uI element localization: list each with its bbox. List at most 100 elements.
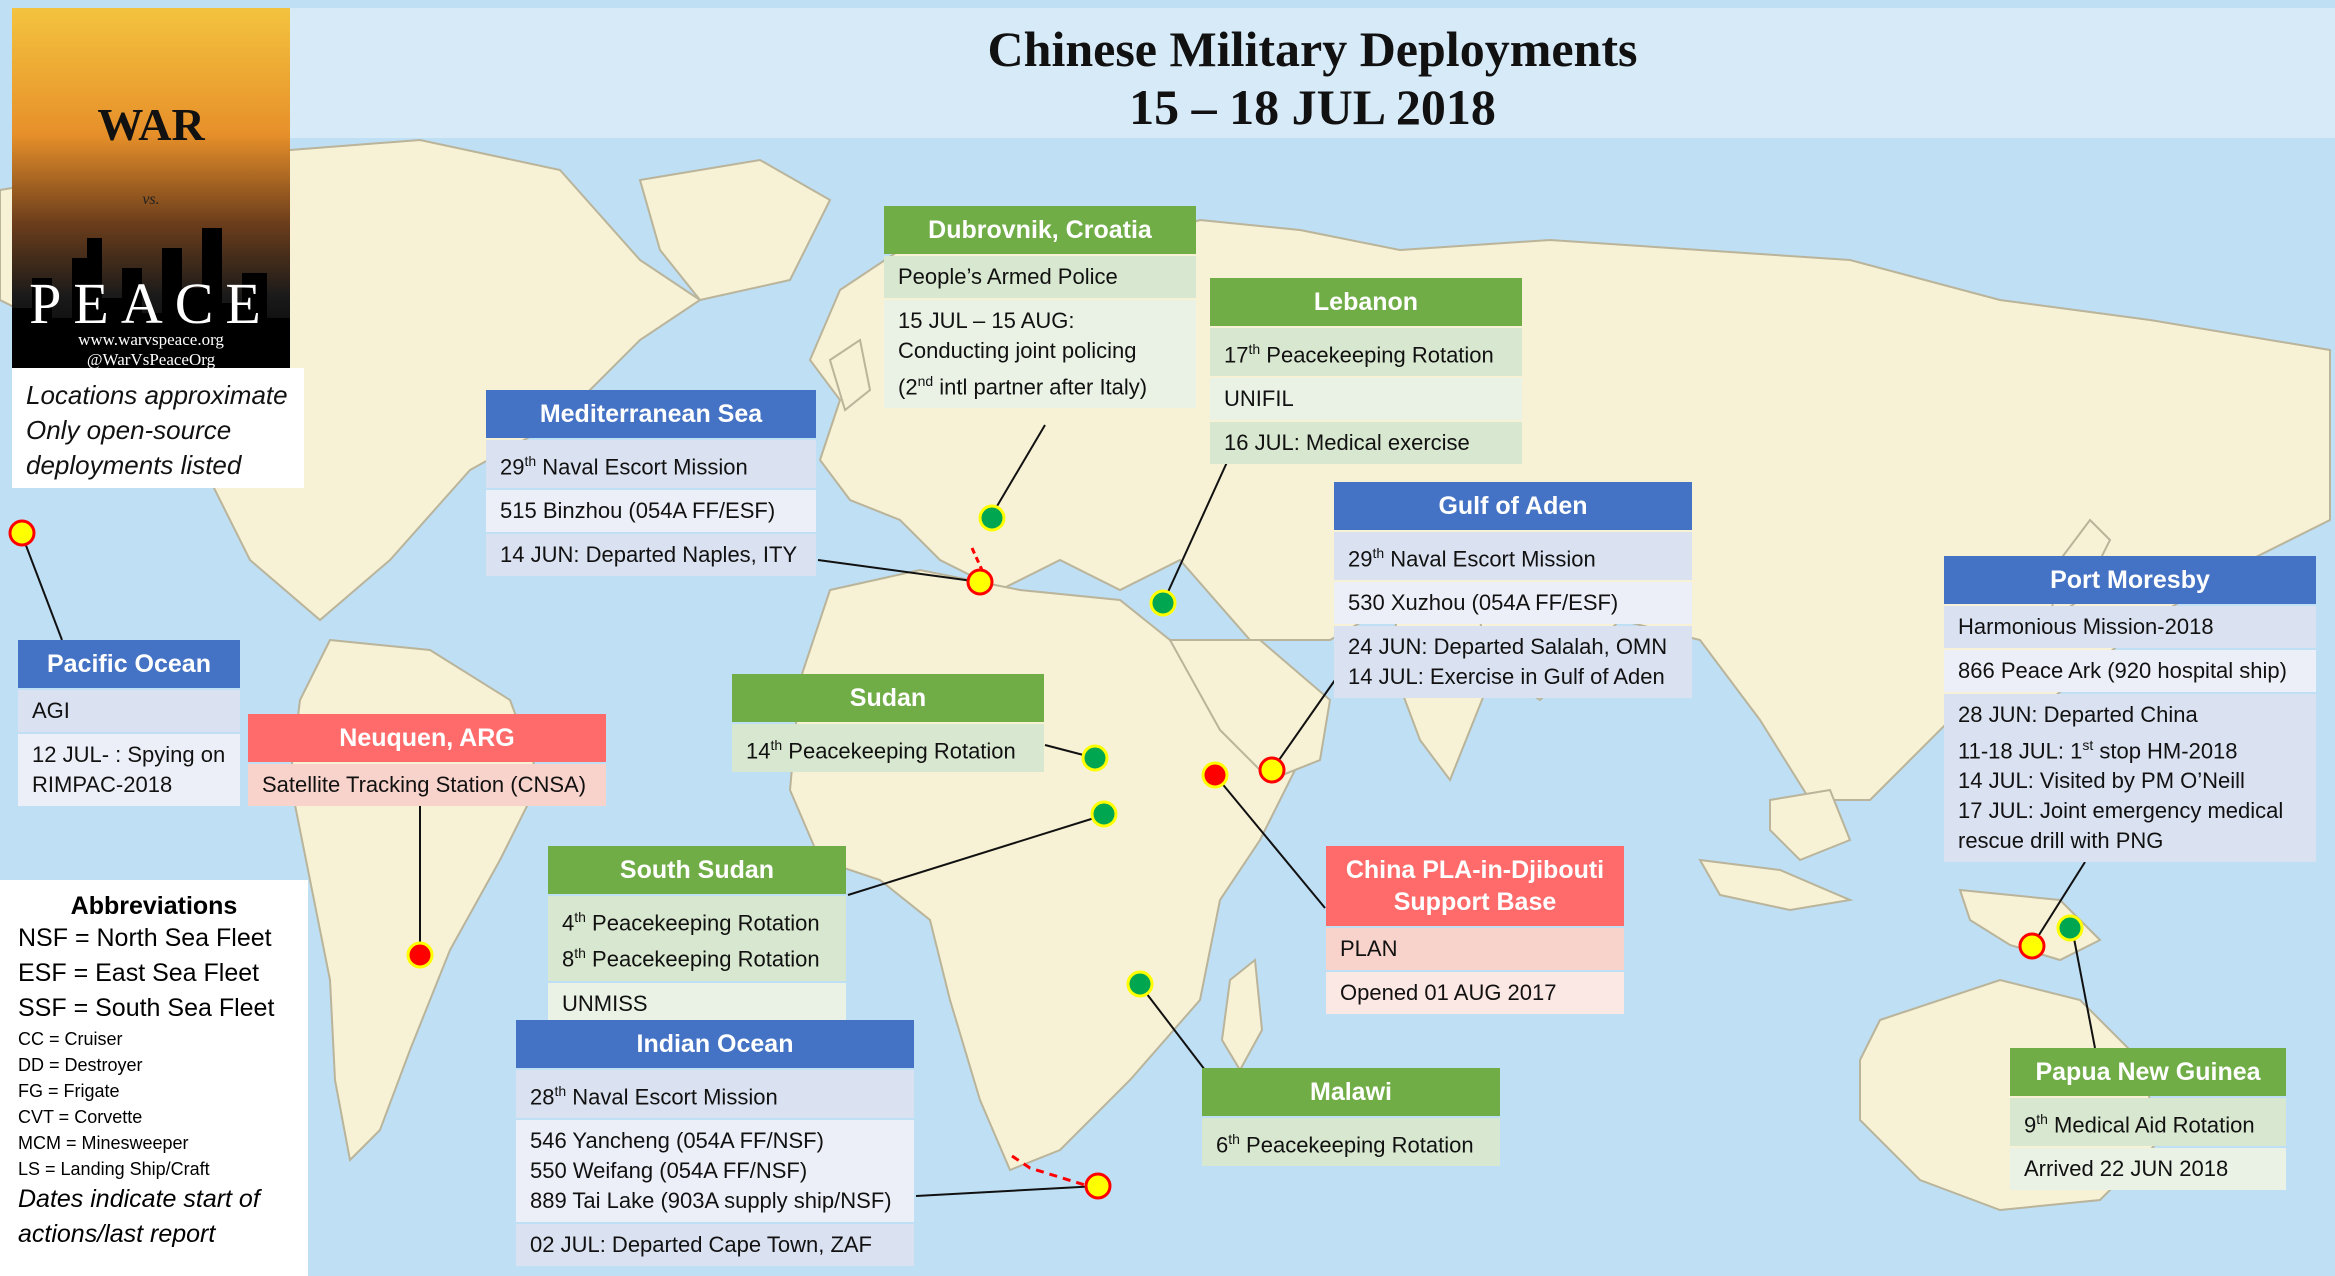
card-moresby-ship: 866 Peace Ark (920 hospital ship) (1944, 650, 2316, 692)
card-indian-mission: 28th Naval Escort Mission (516, 1070, 914, 1119)
dubrovnik-dates: 15 JUL – 15 AUG: (898, 308, 1075, 333)
card-port-moresby: Port Moresby Harmonious Mission-2018 866… (1944, 556, 2316, 863)
aden-activity-1: 24 JUN: Departed Salalah, OMN (1348, 634, 1668, 660)
map-title: Chinese Military Deployments (987, 21, 1638, 77)
moresby-activity-2-post: stop HM-2018 (2093, 738, 2238, 764)
card-djibouti-service: PLAN (1326, 928, 1624, 970)
ssudan-rotation-1-num: 4 (562, 910, 575, 936)
moresby-activity-2-pre: 11-18 JUL: 1 (1958, 738, 2083, 764)
card-lebanon-title: Lebanon (1210, 278, 1522, 326)
indian-mission-num: 28 (530, 1084, 555, 1110)
ssudan-rotation-1: 4th Peacekeeping Rotation (562, 902, 832, 938)
card-aden-title: Gulf of Aden (1334, 482, 1692, 530)
marker-moresby (2018, 932, 2046, 960)
moresby-activity-4: 17 JUL: Joint emergency medical (1958, 798, 2284, 824)
card-ssudan-title: South Sudan (548, 846, 846, 894)
djibouti-title-2: Support Base (1393, 888, 1557, 916)
card-lebanon-rotation: 17th Peacekeeping Rotation (1210, 328, 1522, 377)
leader-pacific (21, 534, 63, 641)
skyline-graphic (12, 228, 290, 368)
card-indian-ships: 546 Yancheng (054A FF/NSF) 550 Weifang (… (516, 1120, 914, 1223)
card-ssudan-rotations: 4th Peacekeeping Rotation 8 th Peacekeepi… (548, 896, 846, 981)
card-dubrovnik-title: Dubrovnik, Croatia (884, 206, 1196, 254)
card-gulf-of-aden: Gulf of Aden 29th Naval Escort Mission 5… (1334, 482, 1692, 699)
sudan-rotation-text: Peacekeeping Rotation (782, 738, 1016, 764)
ssudan-rotation-2-num: 8 (562, 946, 575, 972)
marker-djibouti (1201, 761, 1229, 789)
leader-ssudan (847, 814, 1105, 896)
med-mission-num: 29 (500, 454, 525, 480)
aden-mission-text: Naval Escort Mission (1384, 546, 1596, 572)
ssudan-rotation-1-sup: th (574, 909, 586, 925)
indian-mission-text: Naval Escort Mission (566, 1084, 778, 1110)
card-sudan: Sudan 14th Peacekeeping Rotation (732, 674, 1044, 773)
madagascar (1220, 958, 1264, 1073)
leader-dubrovnik (989, 424, 1046, 519)
pacific-activity-2: RIMPAC-2018 (32, 772, 173, 797)
png-rotation-num: 9 (2024, 1112, 2037, 1138)
route-capetown-arrow (1011, 1154, 1086, 1187)
marker-ssudan (1090, 800, 1118, 828)
indonesia (1698, 858, 1854, 912)
marker-med (966, 568, 994, 596)
card-south-sudan: South Sudan 4th Peacekeeping Rotation 8 t… (548, 846, 846, 1025)
lebanon-rotation-num: 17 (1224, 342, 1249, 368)
abbr-cc: CC = Cruiser (18, 1029, 123, 1049)
card-djibouti: China PLA-in-Djibouti Support Base PLAN … (1326, 846, 1624, 1014)
moresby-activity-2-sup: st (2082, 737, 2094, 753)
card-lebanon-mission: UNIFIL (1210, 378, 1522, 421)
png-rotation-sup: th (2036, 1111, 2048, 1127)
card-neuquen-title: Neuquen, ARG (248, 714, 606, 762)
ssudan-rotation-1-text: Peacekeeping Rotation (585, 910, 820, 936)
note-line-2: Only open-source (26, 415, 232, 445)
moresby-activity-2: 11-18 JUL: 1st stop HM-2018 (1958, 730, 2302, 766)
note-line-3: deployments listed (26, 450, 242, 480)
ssudan-rotation-2-text: Peacekeeping Rotation (585, 946, 820, 972)
abbr-footer-2: actions/last report (18, 1220, 216, 1248)
card-neuquen-facility: Satellite Tracking Station (CNSA) (248, 764, 606, 806)
borneo (1769, 788, 1852, 862)
png-rotation-text: Medical Aid Rotation (2047, 1112, 2255, 1138)
abbr-esf: ESF = East Sea Fleet (18, 959, 260, 987)
card-ssudan-mission: UNMISS (548, 982, 846, 1025)
card-png-title: Papua New Guinea (2010, 1048, 2286, 1096)
card-sudan-title: Sudan (732, 674, 1044, 722)
route-naples-arrow (970, 547, 984, 571)
indian-ship-1: 546 Yancheng (054A FF/NSF) (530, 1128, 824, 1154)
card-malawi: Malawi 6th Peacekeeping Rotation (1202, 1068, 1500, 1167)
leader-aden (1271, 679, 1336, 771)
greenland (638, 158, 832, 302)
card-moresby-mission: Harmonious Mission-2018 (1944, 606, 2316, 648)
abbr-fg: FG = Frigate (18, 1081, 120, 1101)
leader-med (817, 559, 981, 583)
dubrovnik-note-sup: nd (917, 373, 934, 389)
indian-ship-2: 550 Weifang (054A FF/NSF) (530, 1158, 808, 1184)
card-papua-new-guinea: Papua New Guinea 9th Medical Aid Rotatio… (2010, 1048, 2286, 1191)
card-indian-activity: 02 JUL: Departed Cape Town, ZAF (516, 1224, 914, 1267)
map-subtitle: 15 – 18 JUL 2018 (1129, 79, 1496, 135)
lebanon-rotation-sup: th (1248, 341, 1261, 357)
sudan-rotation-num: 14 (746, 738, 771, 764)
marker-dubrovnik (978, 504, 1006, 532)
marker-lebanon (1149, 589, 1177, 617)
card-lebanon-activity: 16 JUL: Medical exercise (1210, 422, 1522, 465)
abbr-ssf: SSF = South Sea Fleet (18, 994, 275, 1022)
card-aden-activity: 24 JUN: Departed Salalah, OMN 14 JUL: Ex… (1334, 626, 1692, 699)
malawi-rotation-num: 6 (1216, 1132, 1229, 1158)
dubrovnik-note-pre: (2 (898, 374, 918, 400)
leader-moresby (2031, 861, 2086, 947)
card-sudan-rotation: 14th Peacekeeping Rotation (732, 724, 1044, 773)
card-djibouti-title: China PLA-in-Djibouti Support Base (1326, 846, 1624, 926)
card-pacific-unit: AGI (18, 690, 240, 732)
card-djibouti-opened: Opened 01 AUG 2017 (1326, 972, 1624, 1014)
logo-vs-text: vs. (142, 191, 160, 208)
card-mediterranean: Mediterranean Sea 29th Naval Escort Miss… (486, 390, 816, 577)
moresby-activity-5: rescue drill with PNG (1958, 828, 2164, 854)
marker-neuquen (406, 941, 434, 969)
med-mission-text: Naval Escort Mission (536, 454, 748, 480)
moresby-activity-1: 28 JUN: Departed China (1958, 702, 2198, 727)
sudan-rotation-sup: th (770, 737, 783, 753)
malawi-rotation-sup: th (1228, 1131, 1240, 1147)
marker-png (2056, 914, 2084, 942)
